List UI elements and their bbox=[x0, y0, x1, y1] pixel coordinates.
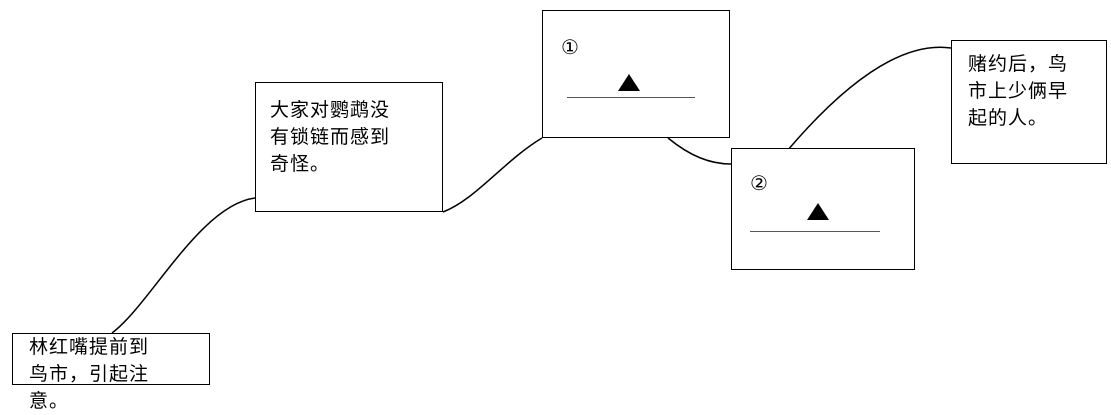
blank-triangle-marker bbox=[618, 74, 640, 91]
blank-number-1: ① bbox=[561, 35, 579, 59]
answer-line bbox=[567, 97, 695, 98]
plot-box-text: 赌约后，鸟 市上少俩早 起的人。 bbox=[968, 53, 1069, 129]
plot-box-text: 林红嘴提前到 鸟市，引起注 意。 bbox=[29, 336, 150, 412]
plot-box-text: 大家对鹦鹉没 有锁链而感到 奇怪。 bbox=[270, 99, 391, 175]
connector-box1-box2 bbox=[111, 197, 256, 334]
answer-line bbox=[750, 231, 880, 232]
blank-number-2: ② bbox=[750, 171, 768, 195]
plot-box-development: 大家对鹦鹉没 有锁链而感到 奇怪。 bbox=[255, 82, 443, 212]
plot-blank-1: ① bbox=[542, 10, 730, 138]
plot-box-start: 林红嘴提前到 鸟市，引起注 意。 bbox=[12, 333, 210, 412]
connector-box3-box4 bbox=[667, 137, 732, 165]
connector-box2-box3 bbox=[442, 137, 543, 213]
plot-blank-2: ② bbox=[731, 148, 915, 270]
plot-box-ending: 赌约后，鸟 市上少俩早 起的人。 bbox=[951, 40, 1107, 164]
blank-triangle-marker bbox=[807, 203, 829, 220]
